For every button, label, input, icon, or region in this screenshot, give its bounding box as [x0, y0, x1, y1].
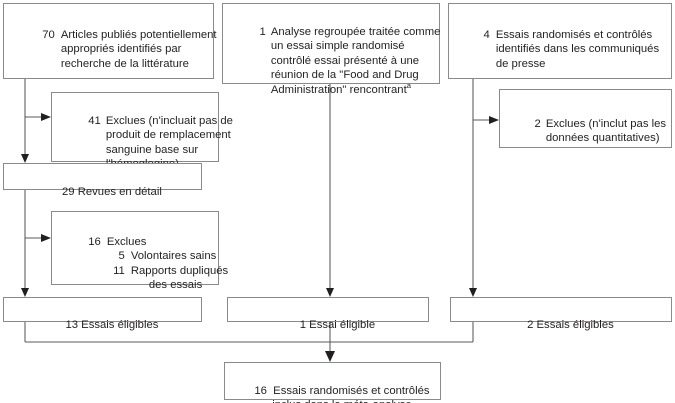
- node-reviewed-left: 29 Revues en détail: [3, 163, 202, 198]
- node-top-middle-line-5: Administration" rencontrant: [270, 83, 407, 96]
- node-excluded-left-1-line-3: sanguine base sur: [105, 143, 199, 156]
- arrowhead-bus-to-final: [325, 351, 335, 362]
- node-excluded-right-1: 2 Exclues (n'inclut pas les données quant…: [499, 89, 672, 148]
- arrowhead-left-branch-1: [41, 113, 51, 121]
- node-eligible-right: 2 Essais éligibles: [450, 297, 672, 331]
- node-top-middle-count: 1: [259, 25, 266, 38]
- node-top-left-count: 70: [42, 28, 55, 41]
- node-top-middle-footnote-marker: a: [406, 81, 411, 91]
- node-top-right-line-3: de presse: [495, 57, 546, 70]
- node-excluded-left-2-item-0-count: 5: [118, 250, 125, 263]
- node-excluded-left-1-line-2: produit de remplacement: [105, 129, 231, 142]
- node-excluded-left-1: 41 Exclues (n'incluait pas de produit de …: [51, 92, 233, 170]
- node-eligible-left-label: Essais éligibles: [81, 318, 159, 331]
- node-top-middle-line-1: Analyse regroupée traitée comme: [270, 25, 441, 38]
- node-top-middle-line-4: réunion de la "Food and Drug: [270, 69, 419, 82]
- node-excluded-left-2-header-count: 16: [88, 235, 101, 248]
- arrowhead-middle-to-eligible: [326, 288, 334, 297]
- node-top-right-count: 4: [483, 28, 490, 41]
- node-excluded-left-2-item-1-count: 11: [113, 264, 125, 277]
- node-eligible-middle: 1 Essai éligible: [227, 297, 429, 331]
- node-final: 16 Essais randomisés et contrôlés inclus…: [224, 362, 441, 403]
- node-excluded-left-2-item-0-label: Volontaires sains: [130, 250, 217, 263]
- node-top-left: 70 Articles publiés potentiellement appro…: [3, 3, 217, 79]
- arrowhead-right-branch: [489, 116, 499, 124]
- node-top-left-line-1: Articles publiés potentiellement: [60, 28, 217, 41]
- node-excluded-left-2-item-1-label: Rapports dupliqués: [130, 264, 229, 277]
- node-excluded-right-1-count: 2: [534, 117, 541, 130]
- node-top-right-line-1: Essais randomisés et contrôlés: [495, 28, 653, 41]
- node-top-right-line-2: identifiés dans les communiqués: [495, 43, 660, 56]
- node-final-line-1: Essais randomisés et contrôlés: [273, 384, 430, 397]
- arrowhead-left-to-reviewed: [21, 154, 29, 163]
- node-top-left-line-2: appropriés identifiés par: [60, 43, 182, 56]
- node-top-right: 4 Essais randomisés et contrôlés identifi…: [448, 3, 672, 79]
- node-excluded-left-1-line-1: Exclues (n'incluait pas de: [105, 114, 233, 127]
- node-excluded-left-2: 16 Exclues 5 Volontaires sains 11 Rapports …: [51, 211, 228, 291]
- node-top-middle: 1 Analyse regroupée traitée comme un essa…: [222, 3, 441, 96]
- node-top-left-line-3: recherche de la littérature: [60, 57, 189, 70]
- node-top-middle-line-2: un essai simple randomisé: [270, 40, 405, 53]
- node-excluded-right-1-line-1: Exclues (n'inclut pas les: [545, 117, 667, 130]
- node-eligible-middle-count: 1: [299, 318, 307, 331]
- node-eligible-right-label: Essais éligibles: [536, 318, 614, 331]
- arrowhead-right-to-eligible: [469, 288, 477, 297]
- node-eligible-left-count: 13: [65, 318, 79, 331]
- node-eligible-middle-label: Essai éligible: [309, 318, 376, 331]
- node-reviewed-left-label: Revues en détail: [77, 185, 162, 198]
- node-eligible-left: 13 Essais éligibles: [3, 297, 202, 331]
- node-excluded-left-1-count: 41: [88, 114, 101, 127]
- arrowhead-left-to-eligible: [21, 288, 29, 297]
- arrowhead-left-branch-2: [41, 234, 51, 242]
- node-final-count: 16: [254, 384, 267, 397]
- node-final-line-2: inclus dans la méta-analyse: [272, 399, 411, 403]
- node-eligible-right-count: 2: [527, 318, 534, 331]
- node-excluded-right-1-line-2: données quantitatives): [545, 132, 660, 145]
- node-reviewed-left-count: 29: [61, 185, 75, 198]
- node-excluded-left-2-header-label: Exclues: [106, 235, 147, 248]
- node-excluded-left-2-item-2-label: des essais: [148, 279, 203, 292]
- node-top-middle-line-3: contrôlé essai présenté à une: [270, 54, 420, 67]
